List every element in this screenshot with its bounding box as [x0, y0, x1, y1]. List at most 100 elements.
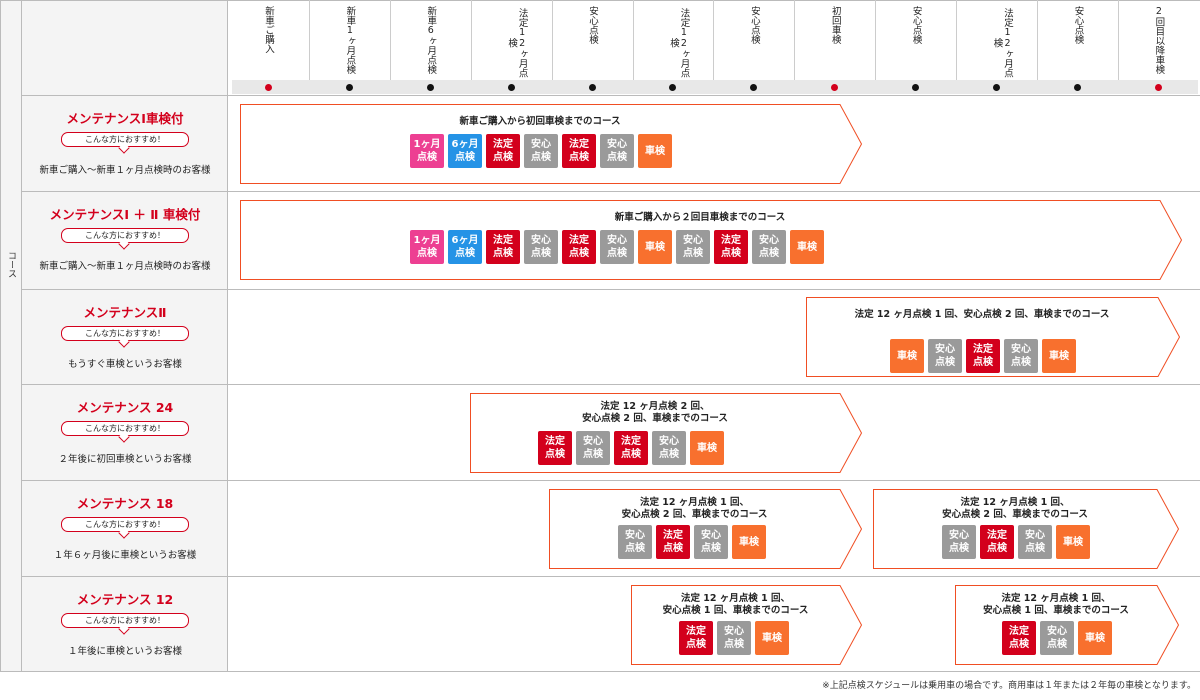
black-dot-icon [1073, 84, 1081, 91]
recommend-bubble: こんな方におすすめ！ [61, 517, 189, 539]
timeline-stage: 法定12ヶ月点検 [956, 0, 1037, 80]
inspection-step-anshin: 安心 点検 [618, 525, 652, 559]
course-arrow: 法定 12 ヶ月点検 1 回、 安心点検 1 回、車検までのコース法定 点検安心… [955, 585, 1180, 665]
red-dot-icon [264, 84, 272, 91]
timeline-stage: 法定12ヶ月点検 [632, 0, 714, 80]
timeline-stage-label: 新車6ヶ月点検 [425, 6, 437, 74]
timeline-stage-label: 法定12ヶ月点検 [667, 8, 690, 78]
bubble-tail [118, 431, 130, 443]
inspection-step-shaken: 車検 [790, 230, 824, 264]
course-title: 新車ご購入から２回目車検までのコース [614, 212, 786, 223]
course-title: 法定 12 ヶ月点検 1 回、安心点検 2 回、車検までのコース [854, 309, 1110, 320]
inspection-step-anshin: 安心 点検 [1004, 339, 1038, 373]
inspection-step-anshin: 安心 点検 [1040, 621, 1074, 655]
timeline-stage: 新車6ヶ月点検 [389, 0, 471, 80]
inspection-step-shaken: 車検 [638, 230, 672, 264]
course-title: 新車ご購入から初回車検までのコース [459, 116, 621, 127]
inspection-step-anshin: 安心 点検 [928, 339, 962, 373]
timeline-stage-label: 法定12ヶ月点検 [506, 8, 528, 78]
inspection-step-shaken: 車検 [732, 525, 766, 559]
bubble-tail [118, 623, 130, 635]
course-target-desc: 新車ご購入〜新車１ヶ月点検時のお客様 [39, 261, 211, 272]
timeline-stage: 安心点検 [1037, 0, 1118, 80]
inspection-steps: 車検安心 点検法定 点検安心 点検車検 [890, 339, 1076, 373]
timeline-stage-label: 新車ご購入 [262, 6, 274, 54]
bubble-tail [118, 527, 130, 539]
inspection-step-hotei: 法定 点検 [656, 525, 690, 559]
black-dot-icon [588, 84, 596, 91]
recommend-bubble-text: こんな方におすすめ！ [85, 520, 165, 529]
timeline-stage-label: 初回車検 [829, 6, 841, 44]
course-arrow: 法定 12 ヶ月点検 1 回、 安心点検 1 回、車検までのコース法定 点検安心… [631, 585, 863, 665]
course-arrow: 法定 12 ヶ月点検 1 回、安心点検 2 回、車検までのコース車検安心 点検法… [806, 297, 1181, 377]
timeline-stage: 法定12ヶ月点検 [470, 0, 552, 80]
course-title: 法定 12 ヶ月点検 1 回、 安心点検 2 回、車検までのコース [942, 497, 1088, 520]
timeline-stage: 新車ご購入 [228, 0, 309, 80]
side-column: コース [0, 0, 22, 672]
inspection-step-anshin: 安心 点検 [600, 134, 634, 168]
inspection-step-anshin: 安心 点検 [652, 431, 686, 465]
course-target-desc: 新車ご購入〜新車１ヶ月点検時のお客様 [39, 165, 211, 176]
course-row: メンテナンスⅡ こんな方におすすめ！ もうすぐ車検というお客様 [22, 290, 1200, 385]
recommend-bubble: こんな方におすすめ！ [61, 228, 189, 250]
inspection-step-shaken: 車検 [638, 134, 672, 168]
inspection-step-shaken: 車検 [1042, 339, 1076, 373]
inspection-step-hotei: 法定 点検 [679, 621, 713, 655]
recommend-bubble-text: こんな方におすすめ！ [85, 135, 165, 144]
inspection-step-anshin: 安心 点検 [717, 621, 751, 655]
inspection-step-anshin: 安心 点検 [576, 431, 610, 465]
inspection-step-anshin: 安心 点検 [524, 230, 558, 264]
course-name: メンテナンス 18 [76, 496, 174, 511]
inspection-step-m1: 1ヶ月 点検 [410, 230, 444, 264]
timeline-stage-label: 安心点検 [748, 6, 760, 44]
black-dot-icon [507, 84, 515, 91]
recommend-bubble-text: こんな方におすすめ！ [85, 616, 165, 625]
recommend-bubble: こんな方におすすめ！ [61, 421, 189, 443]
recommend-bubble-text: こんな方におすすめ！ [85, 329, 165, 338]
inspection-step-anshin: 安心 点検 [1018, 525, 1052, 559]
course-title: 法定 12 ヶ月点検 1 回、 安心点検 1 回、車検までのコース [983, 593, 1129, 616]
inspection-step-anshin: 安心 点検 [676, 230, 710, 264]
inspection-step-anshin: 安心 点検 [600, 230, 634, 264]
course-info-panel: メンテナンス 12 こんな方におすすめ！ １年後に車検というお客様 [22, 577, 228, 671]
inspection-step-hotei: 法定 点検 [562, 230, 596, 264]
timeline-stage: 初回車検 [794, 0, 875, 80]
inspection-steps: 安心 点検法定 点検安心 点検車検 [618, 525, 766, 559]
inspection-steps: 法定 点検安心 点検法定 点検安心 点検車検 [538, 431, 724, 465]
inspection-step-m6: 6ヶ月 点検 [448, 134, 482, 168]
footnote: ※上記点検スケジュールは乗用車の場合です。商用車は１年または２年毎の車検となりま… [822, 681, 1196, 691]
black-dot-icon [912, 84, 920, 91]
bubble-tail [118, 238, 130, 250]
bubble-tail [118, 336, 130, 348]
course-info-panel: メンテナンスⅡ こんな方におすすめ！ もうすぐ車検というお客様 [22, 290, 228, 384]
course-name: メンテナンス 12 [76, 592, 174, 607]
inspection-step-hotei: 法定 点検 [1002, 621, 1036, 655]
inspection-steps: 法定 点検安心 点検車検 [679, 621, 789, 655]
course-arrow: 法定 12 ヶ月点検 1 回、 安心点検 2 回、車検までのコース安心 点検法定… [873, 489, 1180, 569]
red-dot-icon [831, 84, 839, 91]
inspection-step-hotei: 法定 点検 [486, 134, 520, 168]
course-row: メンテナンスⅠ ＋ Ⅱ 車検付こんな方におすすめ！新車ご購入〜新車１ヶ月点検時の… [22, 192, 1200, 290]
inspection-step-shaken: 車検 [690, 431, 724, 465]
inspection-step-m1: 1ヶ月 点検 [410, 134, 444, 168]
timeline-stage-label: 新車1ヶ月点検 [344, 6, 356, 74]
course-name: メンテナンスⅡ [83, 305, 167, 320]
inspection-step-shaken: 車検 [890, 339, 924, 373]
timeline-stage: 安心点検 [551, 0, 633, 80]
header-corner [22, 0, 228, 96]
timeline-stage-label: 安心点検 [587, 6, 599, 44]
course-target-desc: １年後に車検というお客様 [67, 646, 182, 657]
course-title: 法定 12 ヶ月点検 2 回、 安心点検 2 回、車検までのコース [582, 401, 728, 424]
course-arrow: 法定 12 ヶ月点検 2 回、 安心点検 2 回、車検までのコース法定 点検安心… [470, 393, 863, 473]
course-target-desc: もうすぐ車検というお客様 [68, 359, 182, 370]
timeline-stage: 安心点検 [713, 0, 794, 80]
black-dot-icon [345, 84, 353, 91]
black-dot-icon [669, 84, 677, 91]
timeline-stage: 安心点検 [875, 0, 956, 80]
recommend-bubble: こんな方におすすめ！ [61, 326, 189, 348]
